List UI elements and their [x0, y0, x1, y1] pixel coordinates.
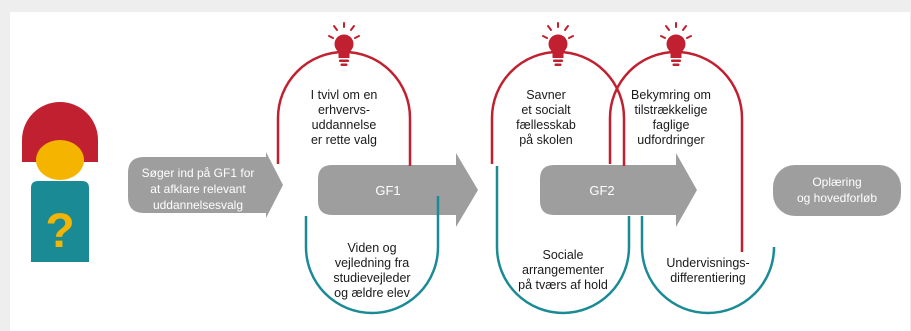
- step-gf2: GF2: [540, 153, 697, 227]
- step-start-line-3: uddannelsesvalg: [153, 198, 243, 212]
- person-question-icon: ?: [22, 102, 98, 262]
- concern-3-line-3: faglige: [653, 118, 690, 132]
- step-start-line-2: at afklare relevant: [150, 182, 246, 196]
- concern-2-line-4: på skolen: [519, 133, 573, 147]
- concern-1-line-4: er rette valg: [311, 133, 377, 147]
- support-arch-2: [495, 166, 631, 315]
- concern-3-text: Bekymring om tilstrækkelige faglige udfo…: [631, 88, 711, 147]
- concern-2-text: Savner et socialt fællesskab på skolen: [516, 88, 576, 147]
- concern-1-text: I tvivl om en erhvervs- uddannelse er re…: [311, 88, 378, 147]
- concern-2-line-3: fællesskab: [516, 118, 576, 132]
- step-gf2-label: GF2: [589, 183, 614, 198]
- lightbulb-icon: [328, 22, 360, 66]
- concern-1-line-1: I tvivl om en: [311, 88, 378, 102]
- support-2-text: Sociale arrangementer på tværs af hold: [518, 248, 608, 292]
- support-arch-1: [304, 196, 440, 315]
- step-start: Søger ind på GF1 for at afklare relevant…: [128, 152, 283, 218]
- support-1-line-1: Viden og: [347, 241, 396, 255]
- step-start-line-1: Søger ind på GF1 for: [142, 166, 255, 180]
- support-1-text: Viden og vejledning fra studievejleder o…: [333, 241, 410, 300]
- concern-2-line-1: Savner: [526, 88, 566, 102]
- lightbulb-icon: [660, 22, 692, 66]
- support-1-line-3: studievejleder: [333, 271, 410, 285]
- step-end-line-2: og hovedforløb: [797, 191, 877, 205]
- concern-1-line-2: erhvervs-: [318, 103, 370, 117]
- concern-arches: [276, 50, 744, 252]
- support-1-line-4: og ældre elev: [334, 286, 410, 300]
- support-arches: [304, 166, 776, 315]
- support-1-line-2: vejledning fra: [335, 256, 409, 270]
- step-end: Oplæring og hovedforløb: [773, 165, 901, 216]
- concern-3-line-2: tilstrækkelige: [635, 103, 708, 117]
- support-2-line-3: på tværs af hold: [518, 278, 608, 292]
- step-end-line-1: Oplæring: [812, 175, 861, 189]
- support-2-line-1: Sociale: [543, 248, 584, 262]
- concern-3-line-1: Bekymring om: [631, 88, 711, 102]
- concern-2-line-2: et socialt: [521, 103, 571, 117]
- concern-1-line-3: uddannelse: [312, 118, 377, 132]
- support-arch-3: [640, 216, 776, 315]
- support-3-line-2: differentiering: [670, 271, 746, 285]
- support-3-text: Undervisnings- differentiering: [666, 256, 749, 285]
- support-2-line-2: arrangementer: [522, 263, 604, 277]
- support-3-line-1: Undervisnings-: [666, 256, 749, 270]
- svg-text:?: ?: [45, 205, 74, 258]
- concern-3-line-4: udfordringer: [637, 133, 704, 147]
- step-gf1-label: GF1: [375, 183, 400, 198]
- lightbulb-icon: [542, 22, 574, 66]
- step-gf1: GF1: [318, 153, 478, 227]
